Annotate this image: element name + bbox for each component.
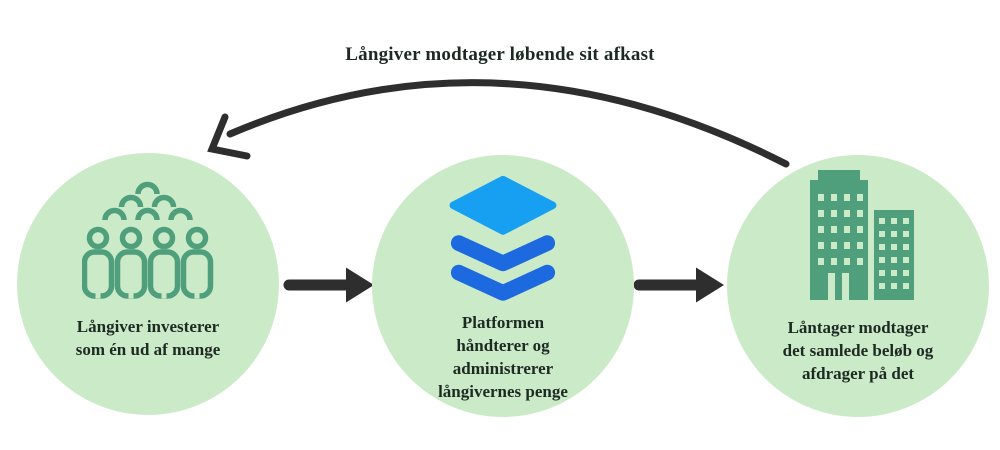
arrow-right-icon <box>633 267 724 303</box>
step-lender-label: Långiver investerer som én ud af mange <box>17 315 279 361</box>
step-lender-circle: Långiver investerer som én ud af mange <box>17 153 279 415</box>
step-borrower-label: Låntager modtager det samlede beløb og a… <box>727 316 989 385</box>
label-line: Långiver investerer <box>76 317 220 336</box>
label-line: håndterer og <box>456 336 550 355</box>
layers-icon <box>449 175 557 301</box>
step-platform-label: Platformen håndterer og administrerer lå… <box>372 311 634 403</box>
label-line: som én ud af mange <box>75 340 221 359</box>
arrow-right-icon <box>283 267 374 303</box>
label-line: afdrager på det <box>801 364 915 383</box>
label-line: det samlede beløb og <box>782 341 934 360</box>
label-line: långivernes penge <box>438 382 568 401</box>
step-platform-circle: Platformen håndterer og administrerer lå… <box>372 155 634 417</box>
return-flow-label: Långiver modtager løbende sit afkast <box>345 44 655 65</box>
crowd-icon <box>82 181 214 299</box>
label-line: Platformen <box>461 313 545 332</box>
return-arrow-icon <box>207 79 790 168</box>
label-line: administrerer <box>452 359 554 378</box>
step-borrower-circle: Låntager modtager det samlede beløb og a… <box>727 155 989 417</box>
label-line: Låntager modtager <box>787 318 929 337</box>
buildings-icon <box>810 170 914 300</box>
